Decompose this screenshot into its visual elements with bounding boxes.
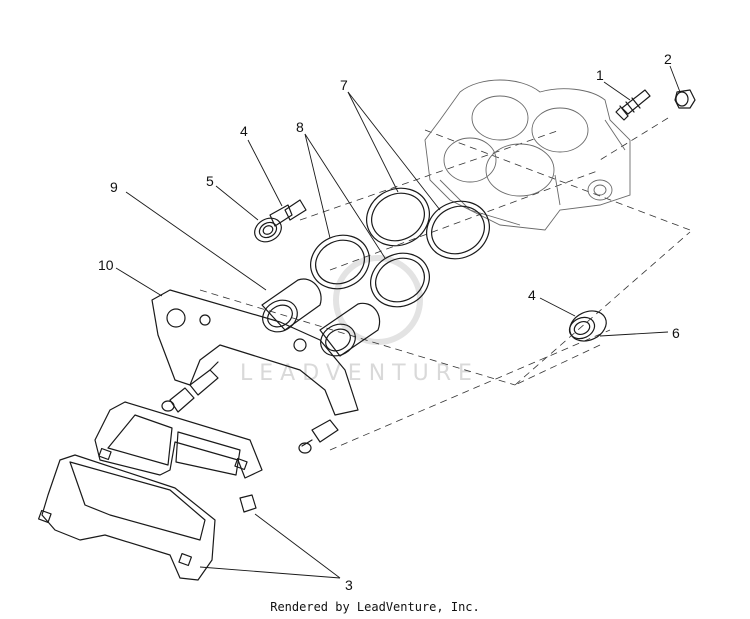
callout-5: 5 (206, 173, 214, 189)
dust-seals (310, 234, 430, 308)
caliper-housing (424, 79, 631, 231)
leader-lines (115, 65, 681, 579)
callout-3: 3 (345, 577, 353, 593)
callout-1: 1 (596, 67, 604, 83)
brake-pads (37, 401, 263, 581)
bleeder-cap (674, 89, 696, 109)
assembly-dashed-lines (199, 117, 691, 451)
watermark: LEADVENTURE (240, 255, 479, 386)
callout-9: 9 (110, 179, 118, 195)
pistons (261, 278, 381, 357)
callout-4-upper: 4 (240, 123, 248, 139)
callout-2: 2 (664, 51, 672, 67)
callout-labels: 1 2 3 4 4 5 6 7 8 9 10 (98, 51, 680, 593)
bleeder-screw (615, 89, 651, 121)
footer-credit: Rendered by LeadVenture, Inc. (270, 600, 480, 614)
bushing-right (568, 310, 607, 342)
callout-4-right: 4 (528, 287, 536, 303)
callout-6: 6 (672, 325, 680, 341)
callout-7: 7 (340, 77, 348, 93)
callout-8: 8 (296, 119, 304, 135)
piston-seals (366, 187, 490, 260)
callout-10: 10 (98, 257, 114, 273)
caliper-bracket (151, 289, 359, 454)
watermark-text: LEADVENTURE (240, 361, 479, 386)
guide-pin-upper (254, 199, 307, 243)
